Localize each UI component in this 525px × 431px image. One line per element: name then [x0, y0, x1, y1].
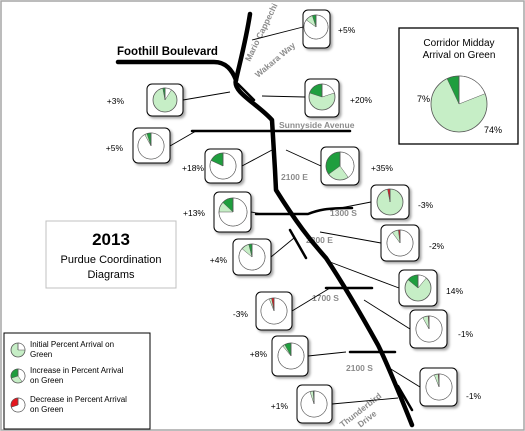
- street-label-2100e: 2100 E: [281, 172, 308, 182]
- pie-callout-14: +8%: [250, 335, 347, 377]
- legend-decrease-line1: Decrease in Percent Arrival: [30, 395, 127, 404]
- pie-6-pie-remainder: [339, 151, 355, 178]
- street-label-1300s: 1300 S: [330, 208, 357, 218]
- pie-callout-13: -1%: [363, 299, 474, 349]
- pie-label-1: +5%: [338, 25, 356, 35]
- street-label-2300e: 2300 E: [306, 235, 333, 245]
- pie-label-4: +5%: [106, 143, 124, 153]
- corridor-title-line1: Corridor Midday: [423, 38, 494, 49]
- pie-callout-16: +1%: [271, 384, 399, 424]
- pie-leader-5: [241, 149, 273, 167]
- pie-callout-10: +4%: [210, 237, 295, 276]
- pie-leader-15: [385, 365, 421, 388]
- pie-label-9: -2%: [429, 241, 445, 251]
- pie-callout-1: +5%: [251, 9, 356, 49]
- legend: Initial Percent Arrival on Green Increas…: [3, 332, 151, 430]
- pie-leader-16: [331, 397, 399, 405]
- pie-callout-11: 14%: [329, 261, 463, 307]
- pie-label-7: -3%: [418, 200, 434, 210]
- pie-leader-9: [319, 231, 382, 244]
- pie-leader-3: [261, 95, 306, 98]
- pie-leader-6: [285, 149, 322, 167]
- pie-leader-8: [250, 211, 263, 215]
- pie-label-11: 14%: [446, 286, 463, 296]
- title-line1: Purdue Coordination: [61, 254, 162, 266]
- corridor-summary-box: Corridor Midday Arrival on Green 7% 74%: [398, 27, 519, 145]
- foothill-road: [115, 59, 239, 83]
- pie-leader-12: [291, 287, 331, 312]
- pie-callout-4: +5%: [106, 127, 197, 164]
- pie-callout-5: +18%: [182, 148, 273, 184]
- pie-callout-15: -1%: [385, 365, 482, 407]
- pie-label-13: -1%: [458, 329, 474, 339]
- corridor-label-big: 74%: [484, 125, 502, 135]
- title-box-border: [45, 220, 177, 289]
- pie-leader-7: [329, 201, 372, 211]
- legend-swatch-initial: [10, 342, 26, 358]
- pie-callout-7: -3%: [329, 184, 434, 220]
- pie-label-12: -3%: [233, 309, 249, 319]
- pie-label-15: -1%: [466, 391, 482, 401]
- tick-wakara: [236, 82, 256, 102]
- legend-decrease-line2: on Green: [30, 405, 63, 414]
- pie-label-5: +18%: [182, 163, 204, 173]
- legend-initial-line1: Initial Percent Arrival on: [30, 340, 114, 349]
- legend-increase-line1: Increase in Percent Arrival: [30, 366, 124, 375]
- pie-leader-10: [270, 237, 295, 258]
- pie-callout-3: +20%: [261, 78, 372, 118]
- title-year: 2013: [92, 230, 130, 249]
- pie-6-pie-increase: [325, 151, 341, 175]
- pie-leader-1: [251, 26, 304, 41]
- pie-label-6: +35%: [371, 163, 393, 173]
- pie-12-pie-remainder: [260, 297, 288, 325]
- legend-border: [3, 332, 151, 430]
- pie-callouts: +5% +3% +20% +5% +18% +35% -3% +13% -2% +4% 14% -3%…: [106, 9, 482, 424]
- corridor-title-line2: Arrival on Green: [423, 50, 496, 61]
- pie-leader-2: [182, 91, 231, 101]
- legend-swatch-decrease: [10, 397, 26, 413]
- cross-street-1300s: [254, 206, 354, 216]
- title-line2: Diagrams: [87, 269, 135, 281]
- pie-leader-14: [307, 351, 347, 357]
- street-label-2100s: 2100 S: [346, 363, 373, 373]
- pie-callout-9: -2%: [319, 224, 445, 262]
- pie-label-2: +3%: [107, 96, 125, 106]
- street-label-sunnyside: Sunnyside Avenue: [279, 120, 355, 130]
- pie-8-pie-remainder: [218, 197, 248, 227]
- pie-callout-6: +35%: [285, 146, 393, 186]
- corridor-pie: [430, 75, 488, 133]
- tick-thunderbird: [396, 384, 414, 412]
- pie-leader-11: [329, 261, 400, 289]
- pie-leader-4: [169, 130, 197, 147]
- pie-15-pie-remainder: [425, 373, 453, 401]
- pie-callout-2: +3%: [107, 83, 231, 117]
- legend-initial-line2: Green: [30, 350, 52, 359]
- pie-label-3: +20%: [350, 95, 372, 105]
- pie-label-8: +13%: [183, 208, 205, 218]
- pie-leader-13: [363, 299, 411, 330]
- road-network: [115, 11, 415, 428]
- pie-label-16: +1%: [271, 401, 289, 411]
- pie-callout-12: -3%: [233, 287, 331, 331]
- tick-2300e: [288, 228, 308, 260]
- corridor-label-small: 7%: [417, 94, 430, 104]
- pie-label-10: +4%: [210, 255, 228, 265]
- title-box: 2013 Purdue Coordination Diagrams: [45, 220, 177, 289]
- street-label-1700s: 1700 S: [312, 293, 339, 303]
- legend-swatch-increase: [10, 368, 26, 384]
- pie-label-14: +8%: [250, 349, 268, 359]
- pie-callout-8: +13%: [183, 191, 263, 233]
- foothill-label: Foothill Boulevard: [117, 46, 218, 58]
- legend-increase-line2: on Green: [30, 376, 63, 385]
